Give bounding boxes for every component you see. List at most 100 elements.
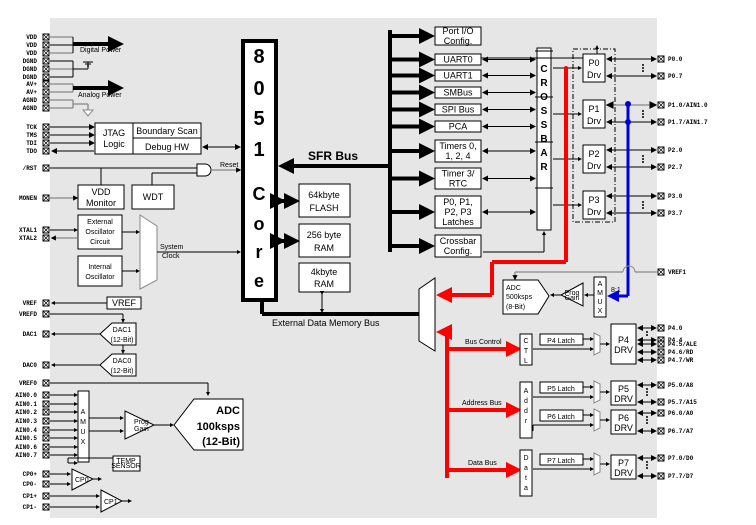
pin-label: CP1+ — [23, 493, 38, 500]
pin-label: XTAL2 — [19, 235, 37, 242]
pin-terminal — [657, 268, 665, 276]
reset-label: Reset — [220, 162, 238, 169]
adc0-label: ADC — [216, 405, 240, 417]
peripheral-label: Config. — [444, 246, 473, 256]
pin-label: P5.0/A8 — [668, 382, 694, 389]
ram-size: 256 byte — [307, 230, 342, 240]
pin-terminal — [42, 470, 50, 478]
jtag-logic-block — [94, 122, 134, 155]
temp-label: TEMP — [116, 458, 136, 465]
driver-label: P4 — [618, 335, 629, 345]
analog-power-label: Analog Power — [78, 92, 122, 99]
pin-label: VDD — [26, 42, 37, 49]
pin-label: VREF0 — [19, 380, 37, 387]
driver-sublabel: Drv — [587, 207, 601, 217]
pin-terminal — [657, 398, 665, 406]
pin-label: TMS — [26, 132, 37, 139]
driver-label: P3 — [588, 195, 599, 205]
latch-label: P6 Latch — [547, 414, 575, 421]
peripheral-block: UART0 — [434, 53, 536, 66]
driver-sublabel: DRV — [614, 423, 633, 433]
peripheral-label: 1, 2, 4 — [445, 151, 470, 161]
ext-osc-label-2: Oscillator — [85, 229, 115, 236]
pin-label: P0.7 — [668, 73, 683, 80]
pin-terminal — [657, 324, 665, 332]
pin-label: CP0- — [23, 481, 37, 488]
int-osc-label-2: Oscillator — [85, 274, 115, 281]
xram-block — [298, 262, 351, 293]
adc1-pga-label-2: Gain — [565, 295, 580, 302]
system-clock-label-2: Clock — [162, 253, 180, 260]
pin-terminal — [42, 426, 50, 434]
driver-sublabel: DRV — [614, 394, 633, 404]
pin-terminal — [42, 123, 50, 131]
adc1-block — [502, 279, 550, 315]
pin-label: P7.7/D7 — [668, 473, 694, 480]
amux-char: U — [597, 299, 602, 306]
boundary-scan-label: Boundary Scan — [136, 126, 198, 136]
bus-control-label: Bus Control — [465, 339, 502, 346]
driver-sublabel: DRV — [614, 345, 633, 355]
pin-terminal — [42, 33, 50, 41]
latch-label: P5 Latch — [547, 386, 575, 393]
dac1-label: DAC1 — [113, 327, 132, 334]
adc1-amux — [593, 276, 607, 318]
core-char: 1 — [253, 139, 264, 161]
port-drivers: P0.0P0.7P1.0/AIN1.0P1.7/AIN1.7P2.0P2.7P3… — [535, 50, 708, 220]
flash-block — [298, 183, 351, 218]
pin-terminal — [657, 209, 665, 217]
vdd-monitor-label: VDD — [91, 187, 111, 197]
external-oscillator-block — [77, 214, 123, 250]
peripheral-label: Timers 0, — [439, 141, 476, 151]
data-block — [519, 449, 533, 497]
adc1-section: VREF1 ADC 500ksps (8-Bit) Prog Gain AMUX… — [502, 265, 686, 318]
peripheral-label: Timer 3/ — [442, 169, 475, 179]
crossbar-char: S — [541, 120, 548, 131]
pin-label: DAC0 — [23, 362, 38, 369]
driver-label: P0 — [588, 58, 599, 68]
crossbar-char: C — [540, 64, 547, 75]
amux-char: X — [598, 308, 603, 315]
xram-size: 4kbyte — [311, 267, 338, 277]
crossbar-char: S — [541, 106, 548, 117]
cp1-label: CP1 — [104, 499, 118, 506]
adc0-block — [173, 398, 244, 451]
pin-label: AIN0.1 — [15, 401, 37, 408]
ram-label: RAM — [314, 243, 334, 253]
pin-terminal — [42, 41, 50, 49]
addr-block — [519, 381, 533, 439]
pin-label: DGND — [23, 58, 38, 65]
int-osc-label-1: Internal — [88, 264, 112, 271]
pin-terminal — [657, 454, 665, 462]
cp0-comparator — [71, 468, 95, 491]
core-char: r — [255, 242, 262, 262]
ext-memory-bus-label: External Data Memory Bus — [272, 318, 380, 328]
analog-ground-icon — [81, 109, 95, 117]
pin-terminal — [42, 194, 50, 202]
right-pins-upper: P4.0P4.4P4.5/ALEP4.6/RDP4.7/WRP5.0/A8P5.… — [657, 324, 697, 480]
pin-terminal — [42, 49, 50, 57]
pin-terminal — [42, 492, 50, 500]
internal-oscillator-block — [77, 255, 123, 287]
monitor-label: Monitor — [86, 198, 116, 208]
vref-label: VREF — [112, 298, 137, 308]
pin-label: P4.0 — [668, 325, 683, 332]
pin-terminal — [657, 55, 665, 63]
peripheral-block: Timer 3/RTC — [434, 167, 536, 190]
peripheral-label: RTC — [449, 179, 468, 189]
crossbar-char: A — [540, 148, 547, 159]
dac0-label: DAC0 — [113, 358, 132, 365]
pin-label: TDI — [26, 140, 37, 147]
driver-label: P7 — [618, 458, 629, 468]
amux-char: M — [597, 290, 603, 297]
pin-terminal — [42, 391, 50, 399]
